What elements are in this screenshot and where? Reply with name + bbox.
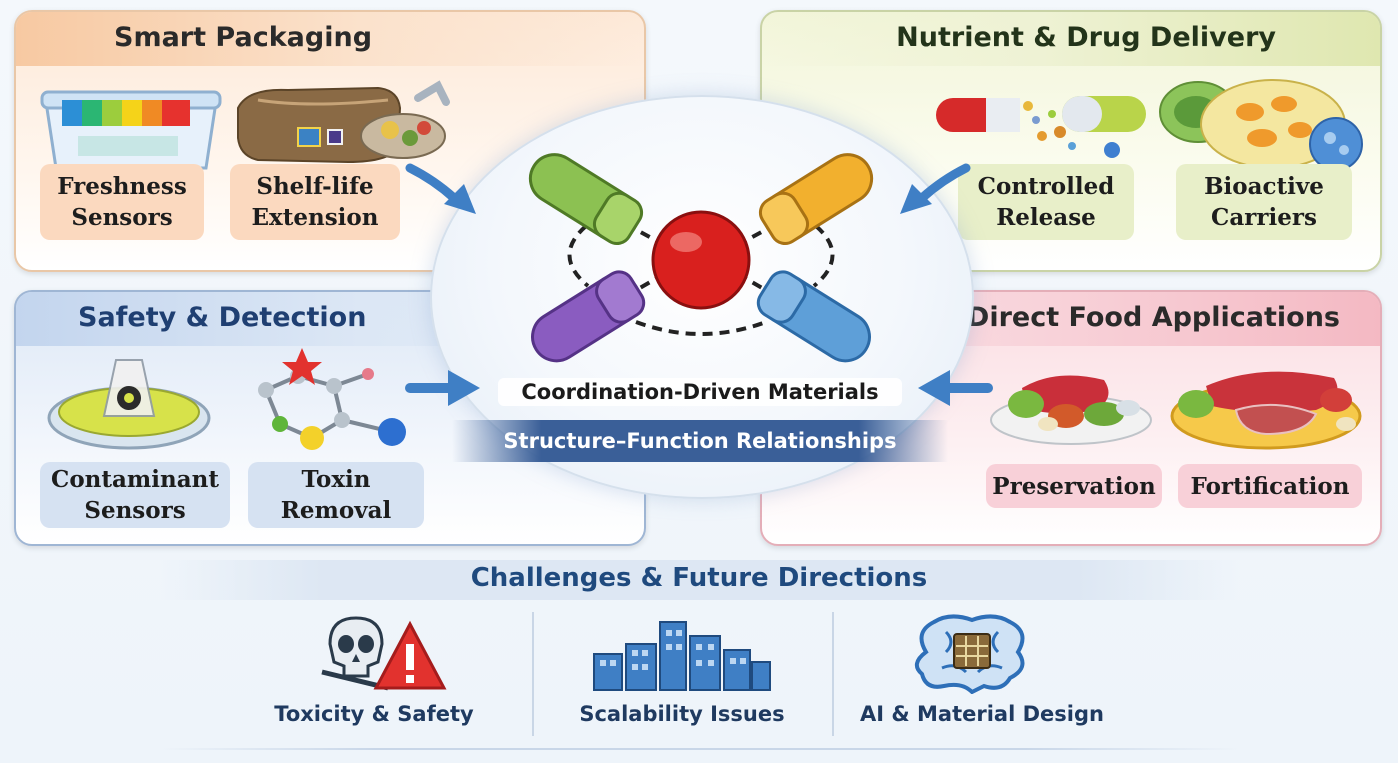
challenge-scalability-issues: Scalability Issues: [532, 610, 832, 740]
shelf-life-line2: Extension: [251, 204, 379, 231]
buildings-icon: [593, 621, 771, 691]
safety-detection-title: Safety & Detection: [78, 302, 367, 333]
fortification-text: Fortification: [1190, 472, 1350, 500]
contaminant-sensors-label: Contaminant Sensors: [40, 462, 230, 528]
hub-title: Coordination-Driven Materials: [498, 378, 902, 406]
petri-dish-sensor-icon: [47, 359, 211, 450]
arrow-from-safety-detection-icon: [405, 370, 480, 406]
bioactive-carriers-line2: Carriers: [1211, 204, 1317, 231]
hub-subtitle-banner: Structure–Function Relationships: [452, 420, 948, 462]
brain-chip-icon: [914, 614, 1025, 694]
bioactive-carriers-line1: Bioactive: [1204, 173, 1324, 200]
freshness-sensors-line2: Sensors: [71, 204, 173, 231]
hub-subtitle: Structure–Function Relationships: [503, 429, 897, 453]
challenges-title: Challenges & Future Directions: [470, 563, 928, 593]
freshness-sensors-line1: Freshness: [57, 173, 187, 200]
freshness-sensors-label: Freshness Sensors: [40, 164, 204, 240]
challenges-header-band: [160, 560, 1240, 600]
smart-packaging-title: Smart Packaging: [114, 22, 373, 53]
freshness-container-icon: [40, 90, 222, 170]
bottom-divider: [160, 748, 1240, 750]
molecule-toxin-icon: [258, 348, 406, 450]
direct-food-title: Direct Food Applications: [966, 302, 1340, 333]
contaminant-sensors-line2: Sensors: [84, 497, 186, 524]
challenge-toxicity-safety: Toxicity & Safety: [224, 610, 524, 740]
fortification-food-plate-icon: [1170, 371, 1362, 450]
toxin-removal-label: Toxin Removal: [248, 462, 424, 528]
smart-packaging-panel: Smart Packaging Freshness Sensors Shelf-…: [14, 10, 646, 272]
controlled-release-line2: Release: [996, 204, 1096, 231]
nutrient-delivery-header: [762, 12, 1380, 66]
bioactive-carriers-label: Bioactive Carriers: [1176, 164, 1352, 240]
coordination-structure-icon: [528, 153, 874, 363]
controlled-release-line1: Controlled: [977, 173, 1115, 200]
nutrient-delivery-title: Nutrient & Drug Delivery: [896, 22, 1276, 53]
preservation-food-plate-icon: [990, 375, 1152, 445]
scalability-issues-label: Scalability Issues: [579, 702, 785, 726]
smart-packaging-header: [16, 12, 644, 66]
toxin-removal-line2: Removal: [280, 497, 392, 524]
arrow-from-direct-food-icon: [918, 370, 993, 406]
contaminant-sensors-line1: Contaminant: [51, 466, 219, 493]
fortification-label: Fortification: [1178, 464, 1362, 508]
challenge-divider: [532, 612, 534, 736]
challenge-ai-material-design: AI & Material Design: [832, 610, 1132, 740]
toxicity-safety-label: Toxicity & Safety: [274, 702, 474, 726]
preservation-text: Preservation: [992, 472, 1156, 500]
controlled-release-label: Controlled Release: [958, 164, 1134, 240]
shelf-life-line1: Shelf-life: [256, 173, 374, 200]
skull-warning-icon: [321, 616, 447, 691]
challenge-divider: [832, 612, 834, 736]
arrow-from-nutrient-delivery-icon: [900, 163, 971, 214]
capsule-release-icon: [936, 96, 1146, 158]
shelf-life-extension-label: Shelf-life Extension: [230, 164, 400, 240]
wrapped-food-package-icon: [237, 80, 450, 164]
arrow-from-smart-packaging-icon: [405, 163, 476, 214]
preservation-label: Preservation: [986, 464, 1162, 508]
toxin-removal-line1: Toxin: [301, 466, 371, 493]
ai-material-design-label: AI & Material Design: [860, 702, 1104, 726]
bioactive-carrier-icon: [1159, 79, 1363, 171]
